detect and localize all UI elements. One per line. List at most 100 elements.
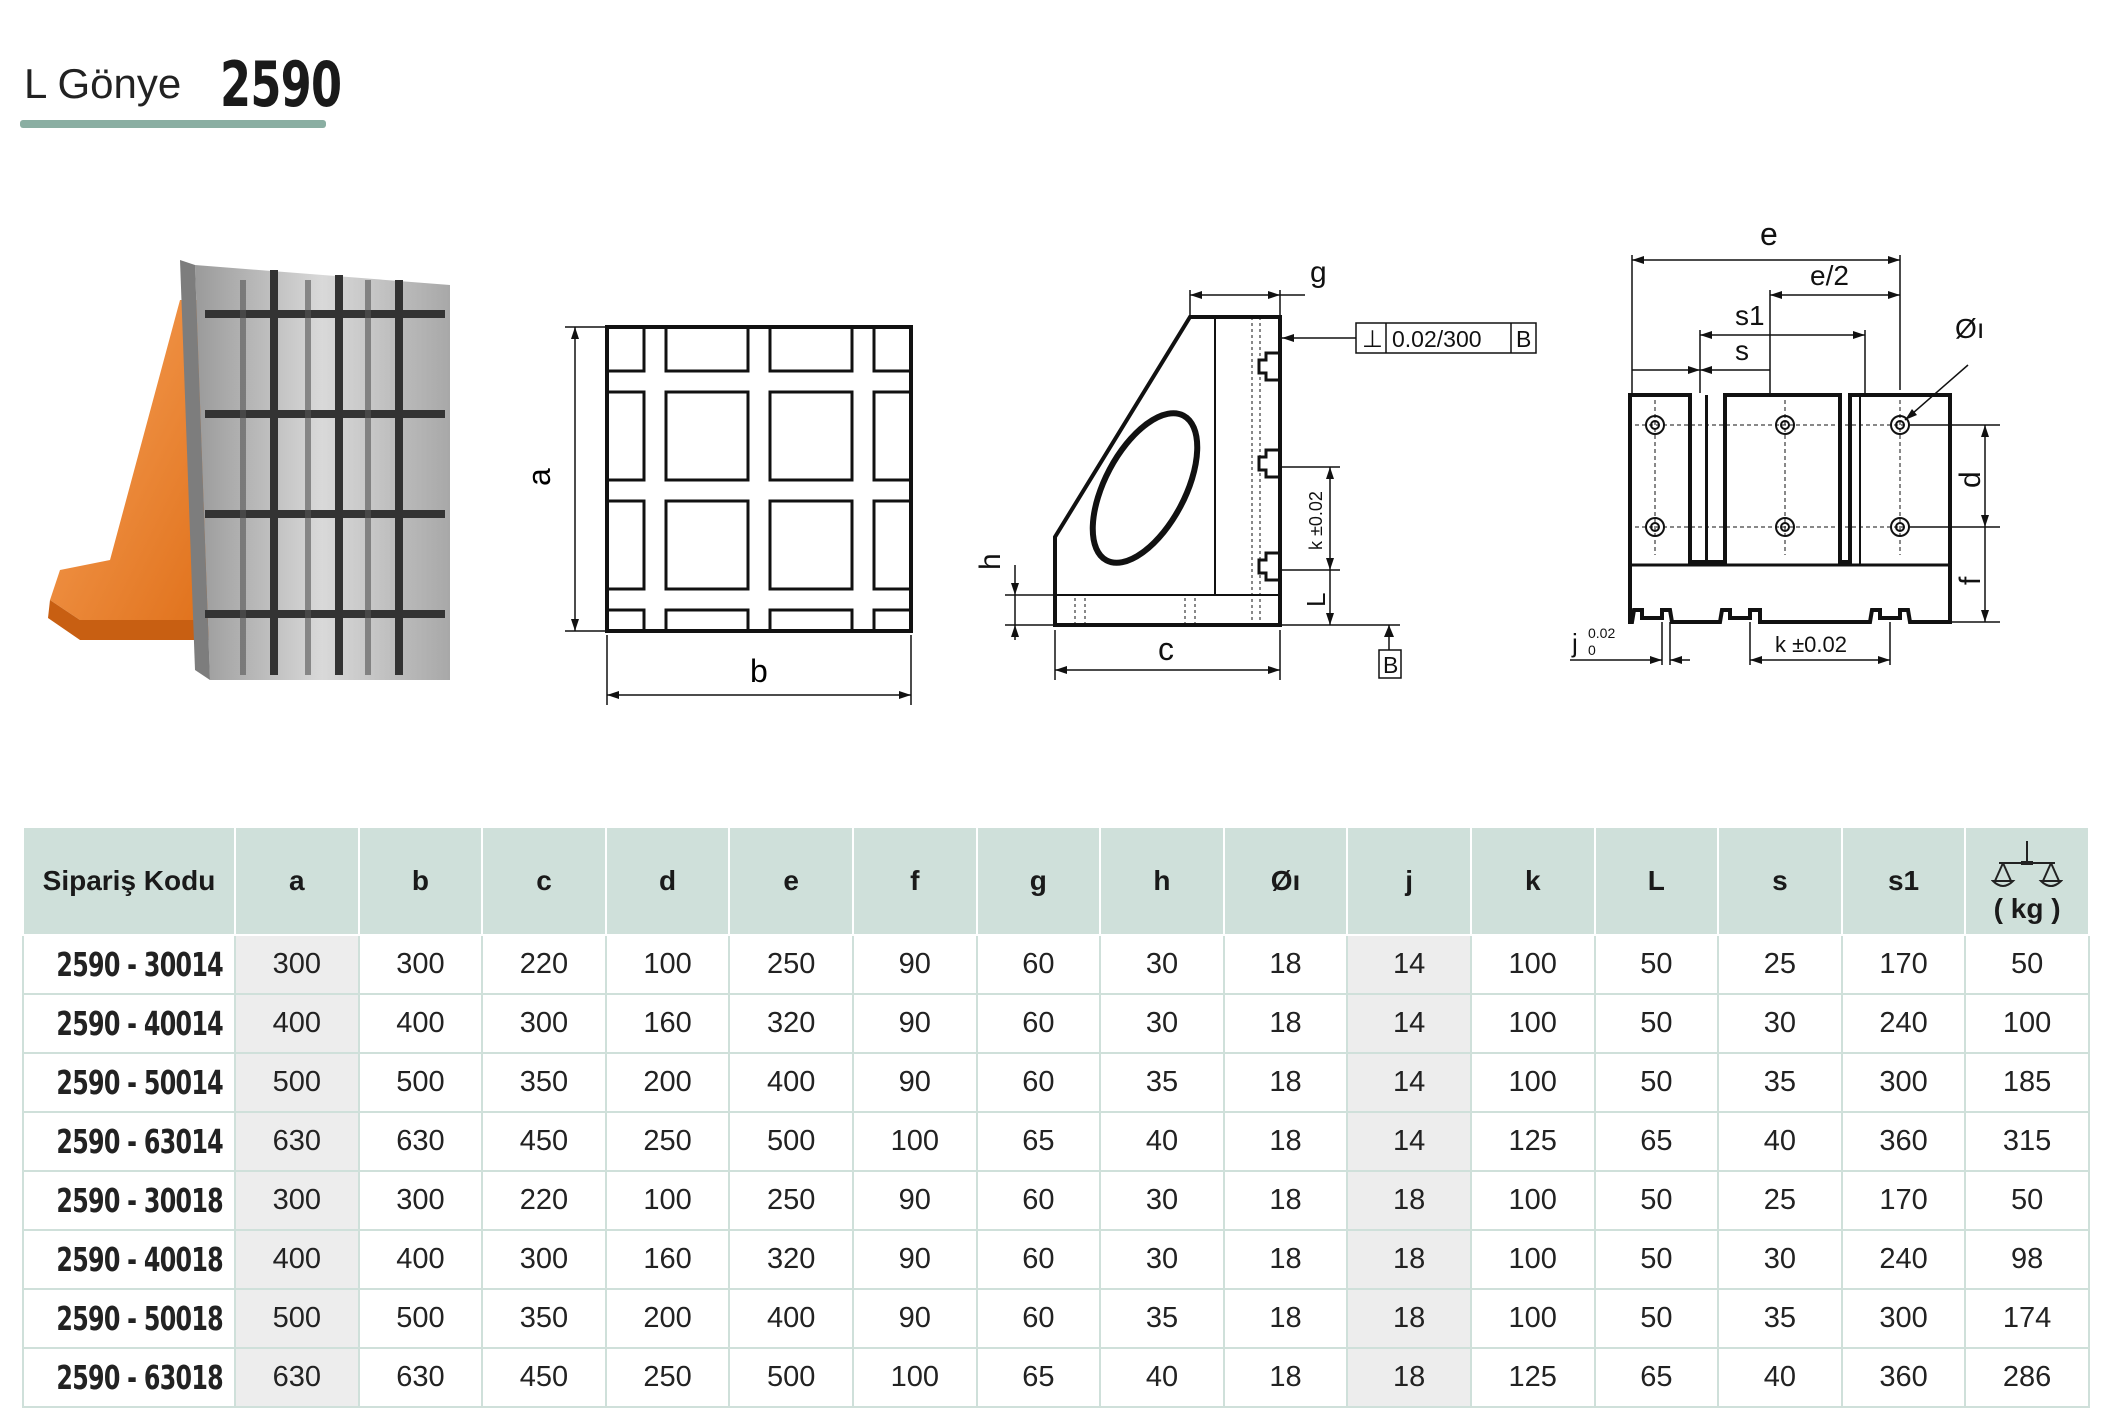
- table-cell: 500: [728, 1347, 854, 1408]
- table-cell: 100: [1964, 993, 2090, 1054]
- table-cell: 60: [975, 1170, 1102, 1231]
- table-cell: 125: [1469, 1111, 1596, 1172]
- title-underline: [20, 120, 326, 128]
- table-cell: 100: [1469, 1170, 1596, 1231]
- table-cell: 18: [1346, 1229, 1472, 1290]
- dim-label-f: f: [1954, 576, 1987, 585]
- table-cell: 100: [604, 1170, 731, 1231]
- table-cell: 360: [1840, 1347, 1967, 1408]
- table-cell: 174: [1964, 1288, 2090, 1349]
- order-code-cell: 2590 - 40018: [22, 1229, 236, 1290]
- tolerance-datum: B: [1516, 326, 1531, 352]
- order-code-cell: 2590 - 50014: [22, 1052, 236, 1113]
- table-cell: 320: [728, 993, 854, 1054]
- table-cell: 50: [1593, 1288, 1720, 1349]
- table-cell: 18: [1222, 1288, 1349, 1349]
- table-cell: 300: [357, 934, 484, 995]
- table-cell: 50: [1593, 934, 1720, 995]
- table-cell: 18: [1222, 934, 1349, 995]
- column-header-3: c: [481, 826, 607, 936]
- table-cell: 30: [1099, 993, 1225, 1054]
- dim-label-c: c: [1158, 631, 1174, 667]
- table-cell: 450: [481, 1111, 607, 1172]
- table-cell: 300: [481, 993, 607, 1054]
- order-code-cell: 2590 - 63018: [22, 1347, 236, 1408]
- column-header-1: a: [234, 826, 360, 936]
- column-header-6: f: [851, 826, 978, 936]
- dim-label-s: s: [1735, 335, 1749, 366]
- table-cell: 100: [604, 934, 731, 995]
- table-cell: 30: [1099, 1170, 1225, 1231]
- dim-label-h: h: [974, 553, 1007, 570]
- table-cell: 125: [1469, 1347, 1596, 1408]
- table-cell: 18: [1346, 1288, 1472, 1349]
- table-cell: 220: [481, 1170, 607, 1231]
- table-cell: 50: [1593, 1229, 1720, 1290]
- table-cell: 90: [851, 934, 978, 995]
- table-cell: 100: [1469, 1229, 1596, 1290]
- table-cell: 50: [1593, 993, 1720, 1054]
- dim-label-diameter: Øı: [1955, 313, 1985, 344]
- column-header-10: j: [1346, 826, 1472, 936]
- table-cell: 630: [234, 1111, 360, 1172]
- order-code-cell: 2590 - 40014: [22, 993, 236, 1054]
- column-header-12: L: [1593, 826, 1720, 936]
- table-cell: 35: [1099, 1052, 1225, 1113]
- table-cell: 60: [975, 1229, 1102, 1290]
- column-header-14: s1: [1840, 826, 1967, 936]
- order-code-cell: 2590 - 30014: [22, 934, 236, 995]
- table-cell: 98: [1964, 1229, 2090, 1290]
- table-cell: 30: [1717, 1229, 1843, 1290]
- table-cell: 50: [1964, 934, 2090, 995]
- order-code-cell: 2590 - 50018: [22, 1288, 236, 1349]
- column-header-13: s: [1717, 826, 1843, 936]
- table-cell: 60: [975, 1288, 1102, 1349]
- table-cell: 40: [1717, 1111, 1843, 1172]
- table-cell: 100: [1469, 1052, 1596, 1113]
- table-cell: 14: [1346, 1052, 1472, 1113]
- table-cell: 18: [1222, 1111, 1349, 1172]
- table-cell: 90: [851, 1229, 978, 1290]
- dim-label-g: g: [1310, 256, 1327, 289]
- table-cell: 14: [1346, 993, 1472, 1054]
- table-cell: 250: [604, 1347, 731, 1408]
- table-cell: 500: [357, 1052, 484, 1113]
- table-cell: 300: [1840, 1288, 1967, 1349]
- table-cell: 500: [234, 1052, 360, 1113]
- table-cell: 35: [1717, 1052, 1843, 1113]
- product-code: 2590: [220, 48, 342, 121]
- table-cell: 240: [1840, 1229, 1967, 1290]
- column-header-weight: ( kg ): [1964, 826, 2090, 936]
- table-cell: 60: [975, 1052, 1102, 1113]
- table-cell: 300: [234, 1170, 360, 1231]
- column-header-5: e: [728, 826, 854, 936]
- table-cell: 350: [481, 1052, 607, 1113]
- table-cell: 18: [1222, 1347, 1349, 1408]
- table-cell: 185: [1964, 1052, 2090, 1113]
- table-cell: 25: [1717, 1170, 1843, 1231]
- table-cell: 50: [1593, 1170, 1720, 1231]
- table-cell: 65: [975, 1347, 1102, 1408]
- table-cell: 170: [1840, 934, 1967, 995]
- table-cell: 200: [604, 1052, 731, 1113]
- table-cell: 400: [728, 1288, 854, 1349]
- table-cell: 450: [481, 1347, 607, 1408]
- table-cell: 160: [604, 993, 731, 1054]
- table-cell: 18: [1222, 1052, 1349, 1113]
- table-cell: 50: [1593, 1052, 1720, 1113]
- table-cell: 170: [1840, 1170, 1967, 1231]
- weight-unit-label: ( kg ): [1993, 893, 2061, 924]
- tolerance-value: 0.02/300: [1392, 326, 1482, 352]
- dim-label-e: e: [1760, 216, 1778, 252]
- table-cell: 300: [1840, 1052, 1967, 1113]
- table-cell: 30: [1099, 1229, 1225, 1290]
- table-cell: 18: [1346, 1347, 1472, 1408]
- dim-label-e2: e/2: [1810, 260, 1849, 291]
- table-cell: 300: [234, 934, 360, 995]
- table-cell: 25: [1717, 934, 1843, 995]
